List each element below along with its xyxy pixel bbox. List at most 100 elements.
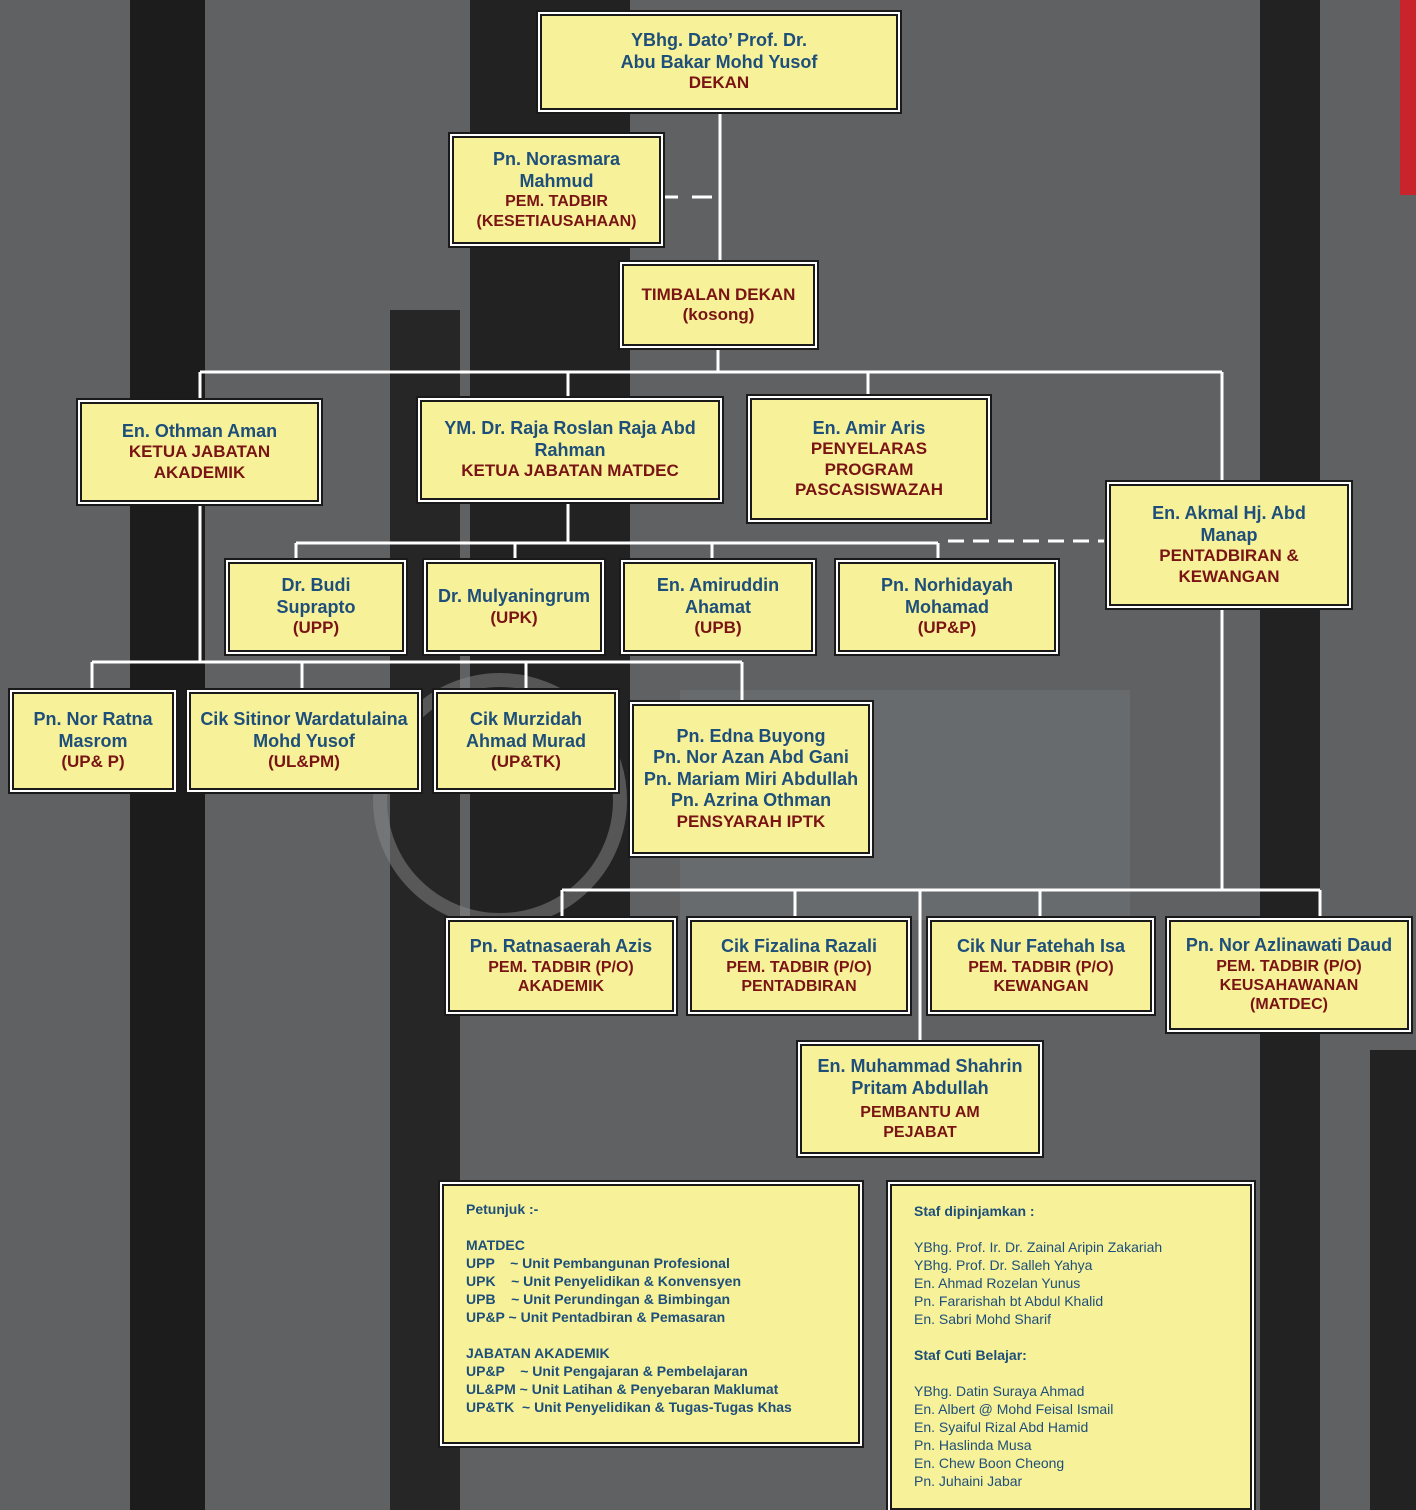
amiruddin-name-1: En. Amiruddin xyxy=(656,575,780,596)
raja-name-2: Rahman xyxy=(534,439,606,460)
norhidayah-unit: (UP&P) xyxy=(917,618,977,638)
amir-role-3: PASCASISWAZAH xyxy=(795,479,943,499)
ratnasaerah-role: PEM. TADBIR (P/O) xyxy=(488,958,634,976)
ratna-name-2: Masrom xyxy=(58,730,128,751)
timbalan-dekan-box: TIMBALAN DEKAN (kosong) xyxy=(622,264,815,346)
pem-tadbir-kewangan-box: Cik Nur Fatehah Isa PEM. TADBIR (P/O) KE… xyxy=(930,920,1152,1012)
pensyarah-name-1: Pn. Edna Buyong xyxy=(676,725,826,746)
pem-tadbir-name-1: Pn. Norasmara xyxy=(492,149,621,170)
pensyarah-name-4: Pn. Azrina Othman xyxy=(670,790,832,811)
dekan-name-2: Abu Bakar Mohd Yusof xyxy=(620,51,818,72)
red-corner-tab xyxy=(1400,0,1416,195)
budi-name-1: Dr. Budi xyxy=(281,575,351,596)
azlinawati-role-2: KEUSAHAWANAN xyxy=(1219,977,1359,995)
sitinor-unit: (UL&PM) xyxy=(268,752,340,772)
ketua-jabatan-matdec-box: YM. Dr. Raja Roslan Raja Abd Rahman KETU… xyxy=(420,400,720,500)
sitinor-name-2: Mohd Yusof xyxy=(253,730,355,751)
akmal-role-2: KEWANGAN xyxy=(1178,566,1280,586)
staf-dipinjam-heading: Staf dipinjamkan : xyxy=(914,1203,1035,1219)
azlinawati-role-3: (MATDEC) xyxy=(1250,996,1328,1014)
fatehah-role: PEM. TADBIR (P/O) xyxy=(968,958,1114,976)
akmal-role: PENTADBIRAN & xyxy=(1159,546,1299,566)
norhidayah-name-2: Mohamad xyxy=(904,596,989,617)
legend-upk: UPK ~ Unit Penyelidikan & Konvensyen xyxy=(466,1273,742,1289)
upb-head-box: En. Amiruddin Ahamat (UPB) xyxy=(623,562,813,652)
ratna-unit: (UP& P) xyxy=(61,752,125,772)
upk-head-box: Dr. Mulyaningrum (UPK) xyxy=(426,562,602,652)
pem-tadbir-kesetiausahaan-box: Pn. Norasmara Mahmud PEM. TADBIR (KESETI… xyxy=(452,136,661,244)
staf-dipinjam-4: Pn. Fararishah bt Abdul Khalid xyxy=(914,1293,1104,1309)
pembantu-am-pejabat-box: En. Muhammad Shahrin Pritam Abdullah PEM… xyxy=(800,1044,1040,1154)
background-stripe xyxy=(1260,0,1320,1510)
staf-cuti-heading: Staf Cuti Belajar: xyxy=(914,1347,1027,1363)
staf-dipinjam-3: En. Ahmad Rozelan Yunus xyxy=(914,1275,1081,1291)
murzidah-name-2: Ahmad Murad xyxy=(465,730,586,751)
legend-upb: UPB ~ Unit Perundingan & Bimbingan xyxy=(466,1291,731,1307)
pensyarah-role: PENSYARAH IPTK xyxy=(676,811,826,831)
pem-tadbir-pentadbiran-box: Cik Fizalina Razali PEM. TADBIR (P/O) PE… xyxy=(690,920,908,1012)
akmal-name-1: En. Akmal Hj. Abd xyxy=(1152,503,1306,524)
pem-tadbir-role: PEM. TADBIR xyxy=(505,193,608,211)
amir-name: En. Amir Aris xyxy=(812,417,926,438)
mulyaningrum-unit: (UPK) xyxy=(490,607,538,627)
staf-cuti-4: Pn. Haslinda Musa xyxy=(914,1437,1032,1453)
upp-pemasaran-head-box: Pn. Norhidayah Mohamad (UP&P) xyxy=(838,562,1056,652)
murzidah-unit: (UP&TK) xyxy=(491,752,561,772)
staf-cuti-1: YBhg. Datin Suraya Ahmad xyxy=(914,1383,1085,1399)
background-stripe xyxy=(1370,1050,1416,1510)
pensyarah-iptk-box: Pn. Edna Buyong Pn. Nor Azan Abd Gani Pn… xyxy=(632,704,870,854)
legend-up-p: UP&P ~ Unit Pengajaran & Pembelajaran xyxy=(466,1363,748,1379)
shahrin-role: PEMBANTU AM xyxy=(860,1104,980,1122)
penyelaras-pascasiswazah-box: En. Amir Aris PENYELARAS PROGRAM PASCASI… xyxy=(750,398,988,520)
azlinawati-name: Pn. Nor Azlinawati Daud xyxy=(1185,935,1393,956)
pem-tadbir-name-2: Mahmud xyxy=(519,170,594,191)
dekan-role: DEKAN xyxy=(688,73,750,93)
pem-tadbir-akademik-box: Pn. Ratnasaerah Azis PEM. TADBIR (P/O) A… xyxy=(448,920,674,1012)
dekan-name-1: YBhg. Dato’ Prof. Dr. xyxy=(630,30,808,51)
amir-role: PENYELARAS xyxy=(810,439,928,459)
pentadbiran-kewangan-box: En. Akmal Hj. Abd Manap PENTADBIRAN & KE… xyxy=(1109,484,1349,606)
shahrin-role-2: PEJABAT xyxy=(883,1123,957,1141)
othman-role: KETUA JABATAN xyxy=(128,442,271,462)
fizalina-name: Cik Fizalina Razali xyxy=(720,936,878,957)
pensyarah-name-2: Pn. Nor Azan Abd Gani xyxy=(653,747,849,768)
ratnasaerah-name: Pn. Ratnasaerah Azis xyxy=(469,936,653,957)
staf-cuti-6: Pn. Juhaini Jabar xyxy=(914,1473,1023,1489)
fizalina-role: PEM. TADBIR (P/O) xyxy=(726,958,872,976)
ratna-name-1: Pn. Nor Ratna xyxy=(33,709,153,730)
legend-upp-pemasaran: UP&P ~ Unit Pentadbiran & Pemasaran xyxy=(466,1309,726,1325)
shahrin-name-1: En. Muhammad Shahrin xyxy=(817,1056,1023,1077)
ulpm-head-box: Cik Sitinor Wardatulaina Mohd Yusof (UL&… xyxy=(189,692,419,790)
pensyarah-name-3: Pn. Mariam Miri Abdullah xyxy=(643,768,859,789)
fatehah-role-2: KEWANGAN xyxy=(993,977,1089,995)
legend-upp: UPP ~ Unit Pembangunan Profesional xyxy=(466,1255,730,1271)
akademik-heading: JABATAN AKADEMIK xyxy=(466,1345,610,1361)
budi-unit: (UPP) xyxy=(292,618,340,638)
othman-role-2: AKADEMIK xyxy=(153,462,246,482)
fizalina-role-2: PENTADBIRAN xyxy=(741,977,857,995)
matdec-heading: MATDEC xyxy=(466,1237,525,1253)
petunjuk-legend: Petunjuk :- MATDEC UPP ~ Unit Pembanguna… xyxy=(442,1184,860,1444)
staf-cuti-3: En. Syaiful Rizal Abd Hamid xyxy=(914,1419,1089,1435)
pem-tadbir-role-2: (KESETIAUSAHAAN) xyxy=(476,212,637,230)
akmal-name-2: Manap xyxy=(1200,524,1258,545)
staf-cuti-5: En. Chew Boon Cheong xyxy=(914,1455,1065,1471)
azlinawati-role: PEM. TADBIR (P/O) xyxy=(1216,958,1362,976)
timbalan-status: (kosong) xyxy=(682,305,755,324)
ketua-jabatan-akademik-box: En. Othman Aman KETUA JABATAN AKADEMIK xyxy=(80,402,319,502)
budi-name-2: Suprapto xyxy=(276,596,356,617)
dekan-box: YBhg. Dato’ Prof. Dr. Abu Bakar Mohd Yus… xyxy=(540,14,898,110)
uptk-head-box: Cik Murzidah Ahmad Murad (UP&TK) xyxy=(436,692,616,790)
legend-ulpm: UL&PM ~ Unit Latihan & Penyebaran Maklum… xyxy=(466,1381,779,1397)
amir-role-2: PROGRAM xyxy=(824,459,914,479)
mulyaningrum-name: Dr. Mulyaningrum xyxy=(437,586,590,606)
raja-name-1: YM. Dr. Raja Roslan Raja Abd xyxy=(444,418,696,439)
amiruddin-unit: (UPB) xyxy=(694,618,742,638)
fatehah-name: Cik Nur Fatehah Isa xyxy=(956,936,1126,957)
upp-head-box: Dr. Budi Suprapto (UPP) xyxy=(228,562,404,652)
staf-cuti-2: En. Albert @ Mohd Feisal Ismail xyxy=(914,1401,1114,1417)
raja-role: KETUA JABATAN MATDEC xyxy=(461,461,679,481)
pem-tadbir-keusahawanan-box: Pn. Nor Azlinawati Daud PEM. TADBIR (P/O… xyxy=(1169,920,1409,1030)
shahrin-name-2: Pritam Abdullah xyxy=(851,1077,989,1098)
